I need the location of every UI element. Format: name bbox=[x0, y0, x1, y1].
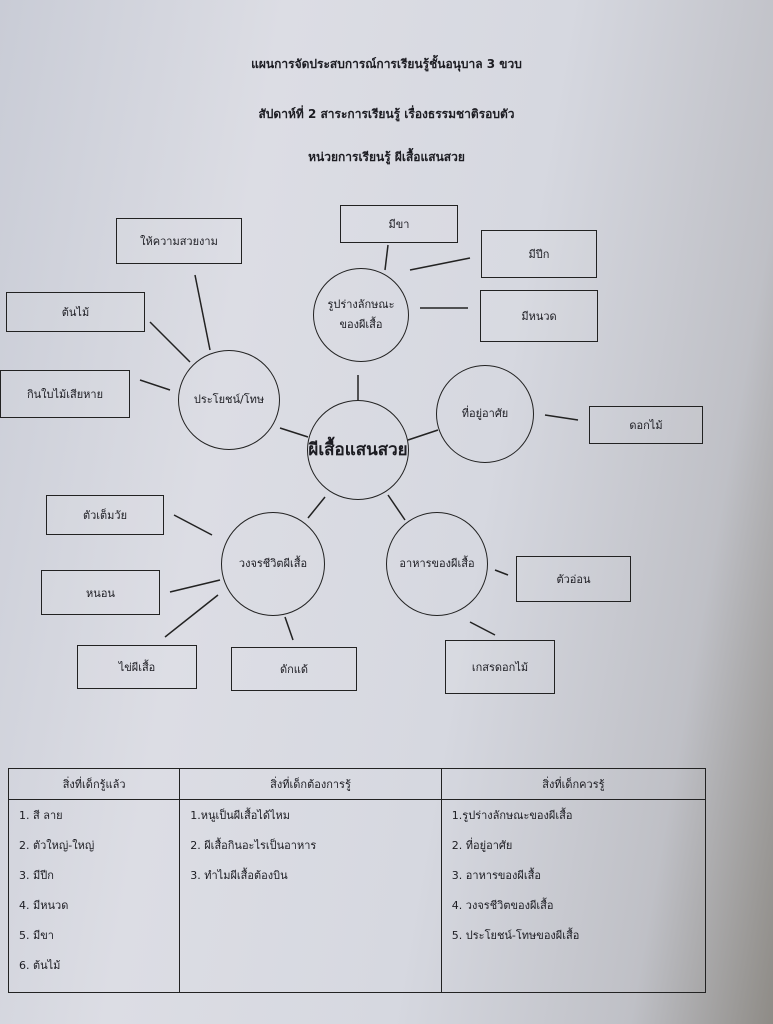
box-egg: ไข่ผีเสื้อ bbox=[77, 645, 197, 689]
list-item: 1. สี ลาย bbox=[19, 809, 63, 822]
list-item: 2. ผีเสื้อกินอะไรเป็นอาหาร bbox=[190, 839, 317, 852]
week-subtitle: สัปดาห์ที่ 2 สาระการเรียนรู้ เรื่องธรรมช… bbox=[258, 107, 515, 121]
box-tree: ต้นไม้ bbox=[6, 292, 145, 332]
box-pollen: เกสรดอกไม้ bbox=[445, 640, 555, 694]
node-food: อาหารของผีเสื้อ bbox=[386, 512, 488, 616]
header-want: สิ่งที่เด็กต้องการรู้ bbox=[179, 768, 442, 800]
node-habitat: ที่อยู่อาศัย bbox=[436, 365, 534, 463]
list-item: 5. มีขา bbox=[19, 929, 54, 942]
box-legs: มีขา bbox=[340, 205, 458, 243]
box-pupa: ดักแด้ bbox=[231, 647, 357, 691]
unit-title: หน่วยการเรียนรู้ ผีเสื้อแสนสวย bbox=[308, 150, 465, 164]
box-flower: ดอกไม้ bbox=[589, 406, 703, 444]
list-item: 3. อาหารของผีเสื้อ bbox=[451, 869, 541, 882]
header-known: สิ่งที่เด็กรู้แล้ว bbox=[7, 768, 181, 800]
known-list: 1. สี ลาย 2. ตัวใหญ่-ใหญ่ 3. มีปีก 4. มี… bbox=[7, 799, 181, 993]
box-antennae: มีหนวด bbox=[480, 290, 598, 342]
box-wings: มีปีก bbox=[481, 230, 597, 278]
box-adult: ตัวเต็มวัย bbox=[46, 495, 164, 535]
box-damage: กินใบไม้เสียหาย bbox=[0, 370, 130, 418]
node-lifecycle: วงจรชีวิตผีเสื้อ bbox=[221, 512, 325, 616]
list-item: 4. มีหนวด bbox=[19, 899, 69, 912]
list-item: 3. มีปีก bbox=[19, 869, 54, 882]
box-caterpillar: หนอน bbox=[41, 570, 160, 615]
list-item: 4. วงจรชีวิตของผีเสื้อ bbox=[451, 899, 554, 912]
node-shape: รูปร่างลักษณะของผีเสื้อ bbox=[313, 268, 409, 362]
mindmap-center: ผีเสื้อแสนสวย bbox=[307, 400, 409, 500]
should-list: 1.รูปร่างลักษณะของผีเสื้อ 2. ที่อยู่อาศั… bbox=[440, 799, 707, 993]
list-item: 2. ตัวใหญ่-ใหญ่ bbox=[19, 839, 95, 852]
box-larva: ตัวอ่อน bbox=[516, 556, 631, 602]
list-item: 1.รูปร่างลักษณะของผีเสื้อ bbox=[451, 809, 573, 822]
want-list: 1.หนูเป็นผีเสื้อได้ไหม 2. ผีเสื้อกินอะไร… bbox=[179, 799, 442, 993]
node-benefit: ประโยชน์/โทษ bbox=[178, 350, 280, 450]
list-item: 3. ทำไมผีเสื้อต้องบิน bbox=[190, 869, 288, 882]
plan-title: แผนการจัดประสบการณ์การเรียนรู้ชั้นอนุบาล… bbox=[251, 57, 522, 71]
list-item: 6. ต้นไม้ bbox=[19, 959, 61, 972]
list-item: 2. ที่อยู่อาศัย bbox=[451, 839, 513, 852]
box-beauty: ให้ความสวยงาม bbox=[116, 218, 242, 264]
list-item: 1.หนูเป็นผีเสื้อได้ไหม bbox=[190, 809, 291, 822]
list-item: 5. ประโยชน์-โทษของผีเสื้อ bbox=[451, 929, 580, 942]
header-should: สิ่งที่เด็กควรรู้ bbox=[440, 768, 707, 800]
kwl-table: สิ่งที่เด็กรู้แล้ว สิ่งที่เด็กต้องการรู้… bbox=[7, 768, 707, 993]
